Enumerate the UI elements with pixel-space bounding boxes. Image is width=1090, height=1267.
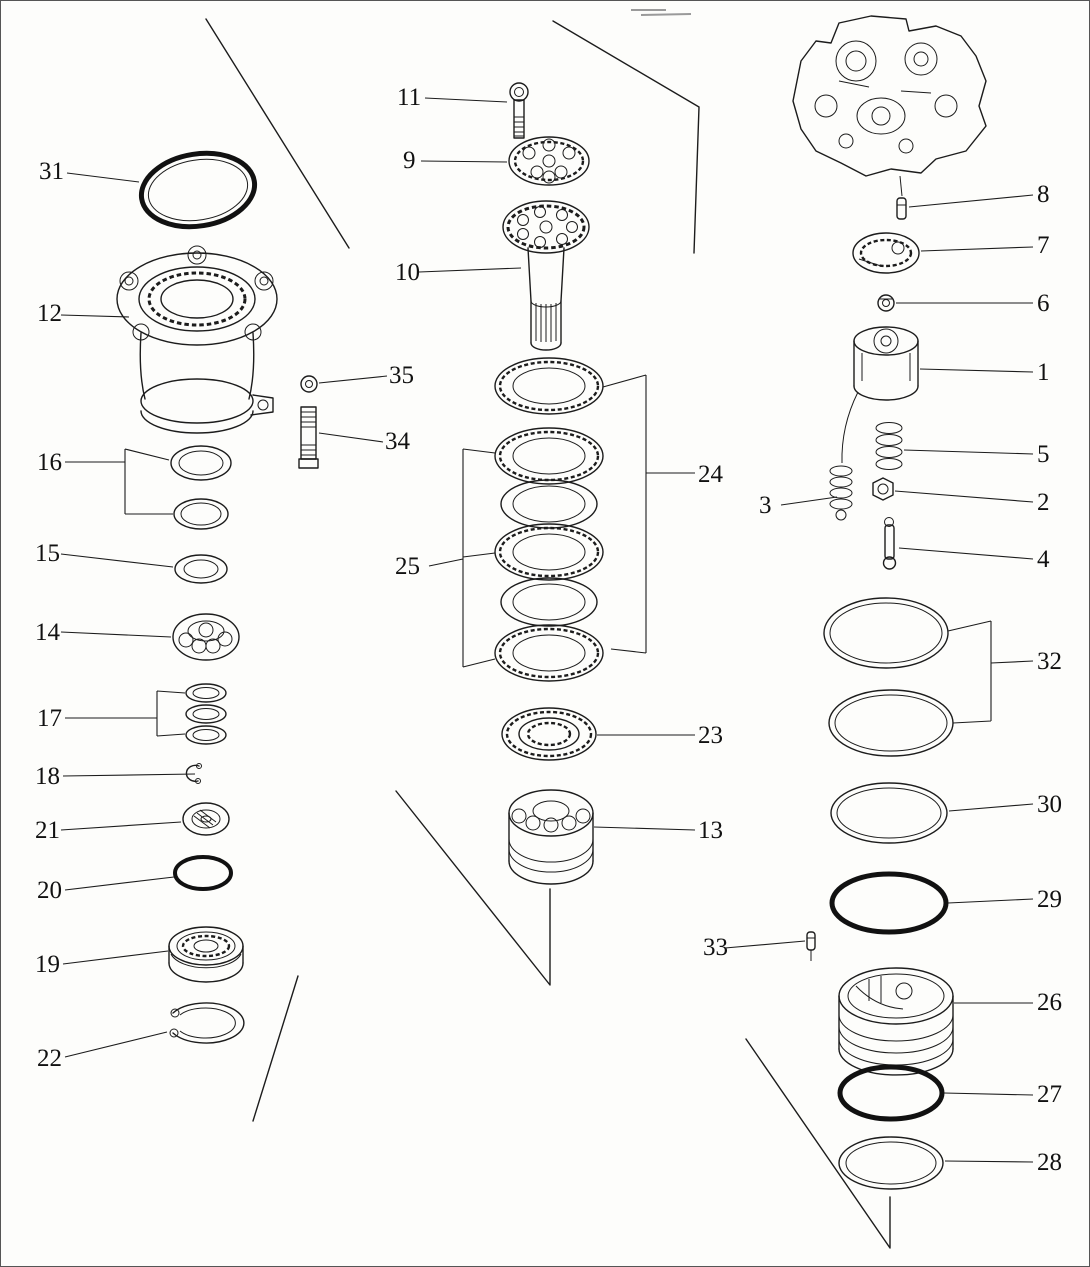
- callout-25-label: 25: [395, 553, 420, 580]
- part-30-ring: [830, 782, 948, 844]
- part-4-valve-stem: [882, 517, 897, 570]
- section-boundary-lines: [205, 18, 891, 1249]
- callout-7-label: 7: [1037, 232, 1050, 259]
- part-11-bolt: [509, 82, 529, 139]
- callout-29-label: 29: [1037, 886, 1062, 913]
- part-6-nut: [877, 294, 895, 312]
- callout-labels: 31 12 35 34 16 15 14 17 18 21 20 19 22 1…: [35, 84, 1062, 1176]
- part-10-drive-shaft: [502, 200, 590, 351]
- callout-3-label: 3: [759, 492, 772, 519]
- scan-artifact: [631, 9, 692, 16]
- part-19-oil-seal: [168, 926, 244, 983]
- part-24-25-disc-stack: [494, 357, 604, 682]
- part-27-oring: [837, 1064, 945, 1122]
- part-22-snap-ring: [169, 1002, 245, 1044]
- part-35-nut: [300, 375, 318, 393]
- part-16-rings: [170, 445, 232, 530]
- callout-34-label: 34: [385, 428, 411, 455]
- part-8-pin: [896, 197, 907, 220]
- callout-4-label: 4: [1037, 546, 1050, 573]
- leader-lines: [60, 97, 1034, 1163]
- part-23-toothed-plate: [501, 707, 597, 761]
- assembly-axis-line: [841, 391, 859, 464]
- callout-19-label: 19: [35, 951, 60, 978]
- part-12-motor-housing: [116, 245, 278, 434]
- callout-5-label: 5: [1037, 441, 1050, 468]
- callout-8-label: 8: [1037, 181, 1050, 208]
- part-14-bearing: [172, 613, 240, 661]
- callout-24-label: 24: [698, 461, 724, 488]
- callout-27-label: 27: [1037, 1081, 1062, 1108]
- callout-20-label: 20: [37, 877, 62, 904]
- callout-17-label: 17: [37, 705, 62, 732]
- callout-12-label: 12: [37, 300, 62, 327]
- part-9-retainer-plate: [508, 136, 590, 186]
- callout-10-label: 10: [395, 259, 420, 286]
- callout-30-label: 30: [1037, 791, 1062, 818]
- part-17-ring-stack: [185, 683, 227, 745]
- part-valve-body: [792, 15, 987, 197]
- part-15-ring: [174, 554, 228, 584]
- callout-15-label: 15: [35, 540, 60, 567]
- callout-16-label: 16: [37, 449, 62, 476]
- callout-1-label: 1: [1037, 359, 1050, 386]
- part-33-pin: [806, 931, 816, 961]
- part-34-bolt: [298, 406, 319, 469]
- part-29-oring: [829, 871, 949, 935]
- part-18-snap-ring-small: [185, 763, 202, 784]
- part-5-spring: [875, 422, 903, 470]
- part-1-cylinder-block: [853, 326, 919, 401]
- callout-6-label: 6: [1037, 290, 1050, 317]
- part-2-hex-nut: [872, 477, 894, 501]
- callout-28-label: 28: [1037, 1149, 1062, 1176]
- part-3-spring-valve: [829, 465, 853, 521]
- part-28-ring: [838, 1136, 944, 1190]
- part-20-oring: [173, 855, 233, 891]
- part-26-piston: [838, 967, 954, 1076]
- callout-33-label: 33: [703, 934, 728, 961]
- callout-26-label: 26: [1037, 989, 1062, 1016]
- part-7-swash-disc: [852, 232, 920, 274]
- callout-13-label: 13: [698, 817, 723, 844]
- callout-18-label: 18: [35, 763, 60, 790]
- callout-23-label: 23: [698, 722, 723, 749]
- callout-35-label: 35: [389, 362, 414, 389]
- callout-9-label: 9: [403, 147, 416, 174]
- part-32-seal-rings: [823, 597, 954, 757]
- part-21-bearing-small: [182, 802, 230, 836]
- callout-22-label: 22: [37, 1045, 62, 1072]
- callout-2-label: 2: [1037, 489, 1050, 516]
- callout-31-label: 31: [39, 158, 64, 185]
- callout-21-label: 21: [35, 817, 60, 844]
- callout-32-label: 32: [1037, 648, 1062, 675]
- callout-14-label: 14: [35, 619, 61, 646]
- callout-11-label: 11: [397, 84, 421, 111]
- part-13-bearing-drum: [508, 789, 594, 885]
- part-31-oring: [138, 150, 258, 230]
